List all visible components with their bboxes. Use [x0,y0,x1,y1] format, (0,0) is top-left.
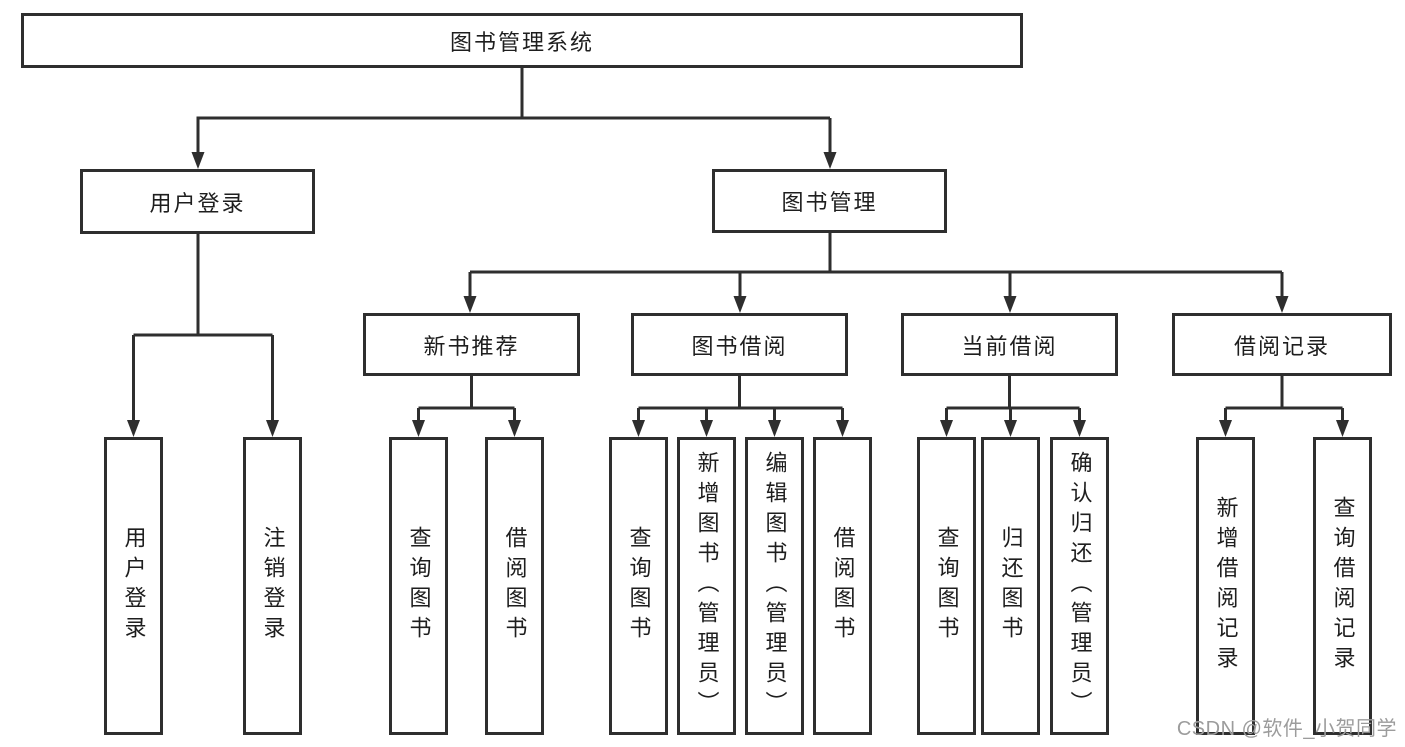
node-borrow-record: 借阅记录 [1172,313,1392,376]
connector-user-login-branch [132,234,274,421]
arrow-icon [1073,420,1086,437]
node-book-borrow-label: 图书借阅 [691,333,788,359]
node-new-book-rec: 新书推荐 [363,313,580,376]
node-leaf-cb-confirm-return: 确认归还（管理员） [1050,437,1109,735]
arrow-icon [632,420,645,437]
node-leaf-logout-label: 注销登录 [260,526,286,646]
node-leaf-cb-return-book: 归还图书 [981,437,1040,735]
connector-new-book-rec-branch [417,376,516,421]
connector-current-borrow-branch [945,376,1081,421]
arrow-icon [508,420,521,437]
node-leaf-nbr-borrow-book: 借阅图书 [485,437,544,735]
arrow-icon [266,420,279,437]
arrow-icon [412,420,425,437]
arrow-icon [940,420,953,437]
arrow-icon [1275,296,1289,313]
node-leaf-cb-query-book: 查询图书 [917,437,976,735]
arrow-icon [1004,420,1017,437]
arrow-icon [463,296,477,313]
node-root-label: 图书管理系统 [449,29,594,55]
arrow-icon [1336,420,1349,437]
arrowheads [127,152,1349,437]
arrow-icon [1219,420,1232,437]
node-current-borrow-label: 当前借阅 [961,333,1058,359]
node-leaf-br-add-record: 新增借阅记录 [1196,437,1255,735]
node-leaf-nbr-query-book: 查询图书 [389,437,448,735]
connector-book-borrow-branch [637,376,844,421]
node-new-book-rec-label: 新书推荐 [423,333,520,359]
arrow-icon [836,420,849,437]
arrow-icon [127,420,140,437]
node-user-login: 用户登录 [80,169,315,234]
node-leaf-bb-query-book-label: 查询图书 [626,526,652,646]
node-borrow-record-label: 借阅记录 [1233,333,1330,359]
arrow-icon [1003,296,1017,313]
node-leaf-br-add-record-label: 新增借阅记录 [1213,496,1239,676]
node-leaf-br-query-record: 查询借阅记录 [1313,437,1372,735]
node-leaf-bb-borrow-book: 借阅图书 [813,437,872,735]
node-root: 图书管理系统 [21,13,1023,68]
node-leaf-cb-confirm-return-label: 确认归还（管理员） [1067,451,1093,721]
node-book-borrow: 图书借阅 [631,313,848,376]
node-leaf-bb-edit-book-label: 编辑图书（管理员） [762,451,788,721]
node-book-mgmt: 图书管理 [712,169,947,233]
arrow-icon [823,152,837,169]
node-user-login-label: 用户登录 [149,190,246,216]
node-leaf-nbr-borrow-book-label: 借阅图书 [502,526,528,646]
connector-borrow-record-branch [1224,376,1344,421]
node-leaf-bb-add-book: 新增图书（管理员） [677,437,736,735]
node-leaf-cb-query-book-label: 查询图书 [934,526,960,646]
arrow-icon [191,152,205,169]
node-leaf-bb-edit-book: 编辑图书（管理员） [745,437,804,735]
node-leaf-bb-query-book: 查询图书 [609,437,668,735]
connector-root-branch [196,68,832,153]
arrow-icon [768,420,781,437]
node-leaf-nbr-query-book-label: 查询图书 [406,526,432,646]
node-leaf-br-query-record-label: 查询借阅记录 [1330,496,1356,676]
node-leaf-cb-return-book-label: 归还图书 [998,526,1024,646]
csdn-watermark: CSDN @软件_小贺同学 [1176,718,1397,740]
arrow-icon [733,296,747,313]
node-leaf-bb-add-book-label: 新增图书（管理员） [694,451,720,721]
node-current-borrow: 当前借阅 [901,313,1118,376]
node-leaf-user-login: 用户登录 [104,437,163,735]
node-leaf-bb-borrow-book-label: 借阅图书 [830,526,856,646]
connector-book-mgmt-branch [468,233,1284,297]
node-leaf-user-login-label: 用户登录 [121,526,147,646]
node-book-mgmt-label: 图书管理 [781,190,878,215]
node-leaf-logout: 注销登录 [243,437,302,735]
arrow-icon [700,420,713,437]
